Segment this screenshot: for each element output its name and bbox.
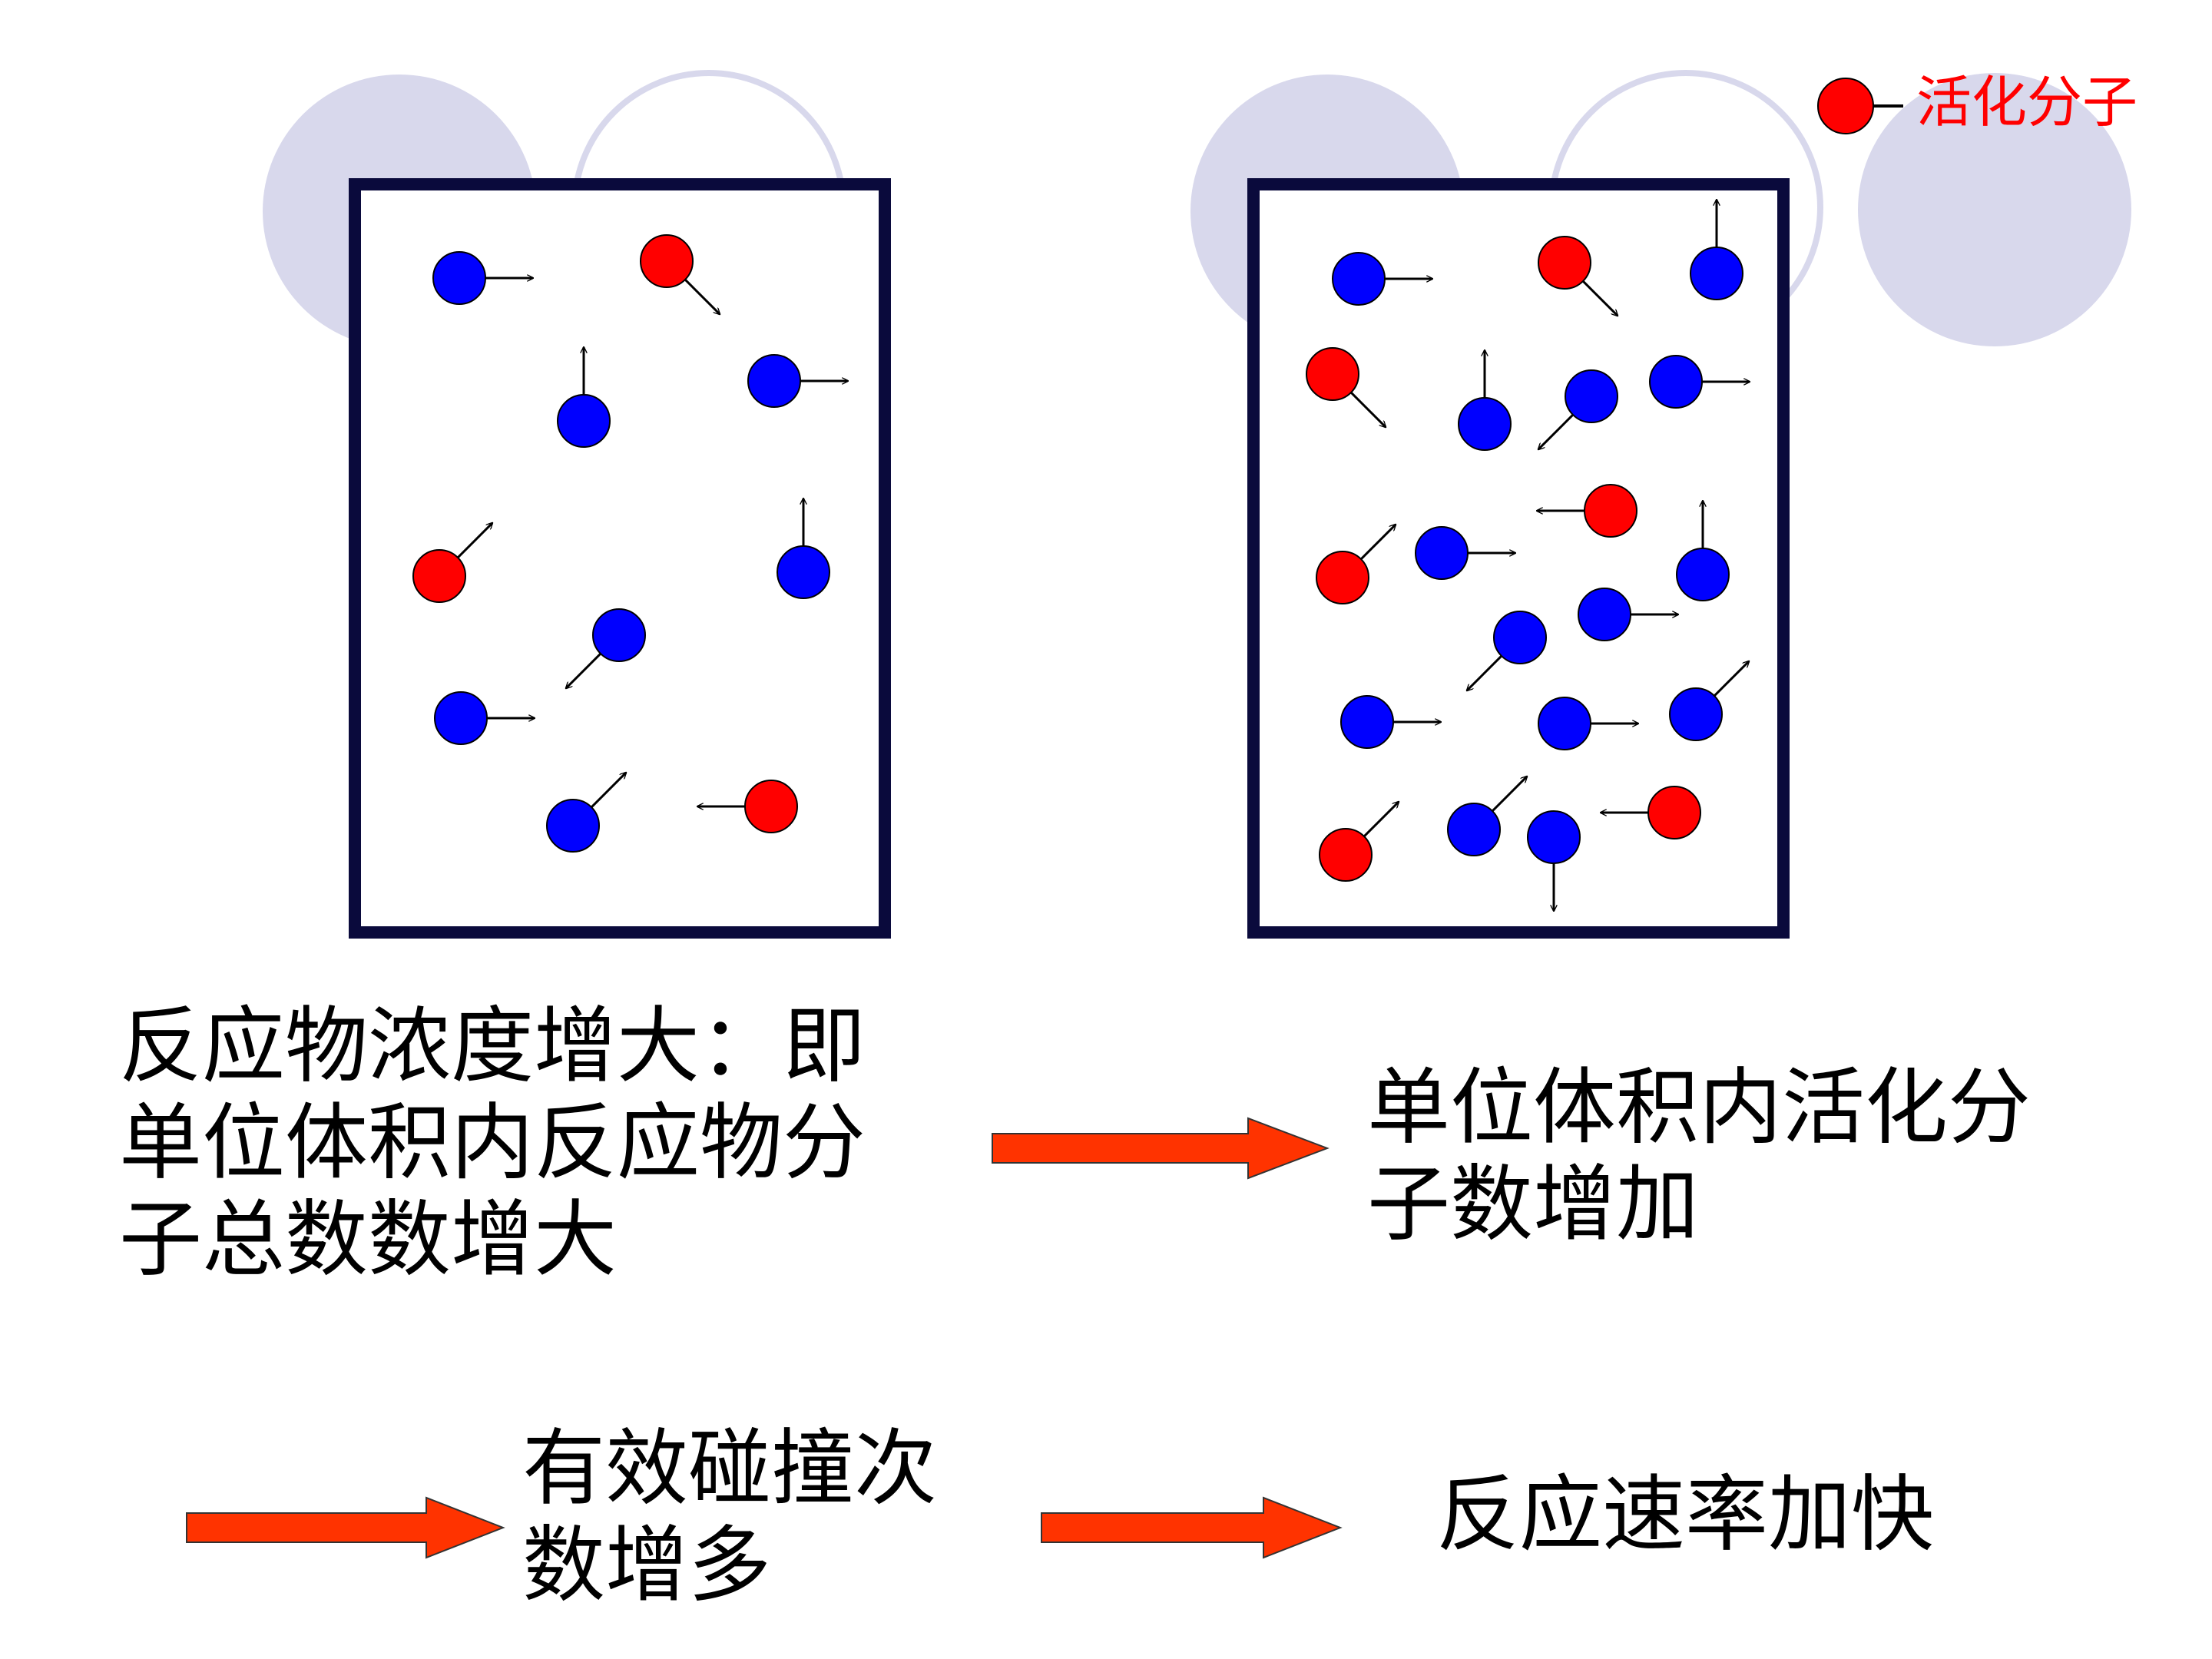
molecule bbox=[432, 251, 486, 305]
molecule bbox=[1538, 697, 1591, 750]
left-caption: 反应物浓度增大：即 单位体积内反应物分 子总数数增大 bbox=[119, 998, 866, 1289]
caption-line: 数增多 bbox=[522, 1518, 772, 1614]
legend-active-molecule-icon bbox=[1817, 78, 1874, 134]
molecule bbox=[434, 691, 488, 745]
molecule bbox=[1690, 247, 1743, 300]
flow-arrows bbox=[186, 1117, 1343, 1559]
velocity-arrow-icon bbox=[1363, 802, 1399, 837]
caption-line: 有效碰撞次 bbox=[522, 1421, 938, 1517]
active-molecule bbox=[640, 234, 694, 288]
right-molecules bbox=[1306, 200, 1750, 911]
molecule bbox=[1649, 355, 1703, 409]
velocity-arrow-icon bbox=[457, 523, 492, 558]
caption-line: 子数增加 bbox=[1367, 1157, 1700, 1253]
velocity-arrow-icon bbox=[1360, 525, 1396, 560]
molecule bbox=[1415, 526, 1469, 580]
active-molecule bbox=[412, 549, 466, 603]
molecule bbox=[1669, 687, 1723, 741]
velocity-arrow-icon bbox=[684, 279, 720, 314]
molecule bbox=[1458, 397, 1512, 451]
molecule bbox=[1340, 695, 1394, 749]
active-molecule bbox=[1319, 828, 1373, 882]
molecule bbox=[747, 354, 801, 408]
velocity-arrow-icon bbox=[1538, 414, 1574, 449]
active-molecule bbox=[1316, 551, 1369, 604]
velocity-arrow-icon bbox=[591, 773, 626, 808]
velocity-arrow-icon bbox=[566, 653, 601, 688]
caption-line: 单位体积内反应物分 bbox=[119, 1095, 866, 1191]
molecule bbox=[592, 608, 646, 662]
collision-caption: 有效碰撞次 数增多 bbox=[522, 1421, 937, 1614]
active-molecule bbox=[744, 780, 798, 833]
caption-line: 反应物浓度增大：即 bbox=[119, 998, 866, 1094]
molecule bbox=[1493, 611, 1547, 664]
molecule bbox=[557, 394, 611, 448]
right-caption: 单位体积内活化分 子数增加 bbox=[1367, 1060, 2031, 1253]
block-arrow-right-icon bbox=[186, 1496, 505, 1559]
molecule bbox=[777, 545, 830, 599]
molecule bbox=[1565, 369, 1618, 423]
rate-caption: 反应速率加快 bbox=[1436, 1467, 1935, 1563]
block-arrow-right-icon bbox=[992, 1117, 1330, 1180]
molecule bbox=[1676, 548, 1730, 601]
active-molecule bbox=[1538, 236, 1591, 290]
molecule bbox=[1332, 252, 1386, 306]
molecule bbox=[1578, 588, 1631, 641]
velocity-arrow-icon bbox=[1582, 280, 1618, 316]
caption-line: 子总数数增大 bbox=[119, 1192, 618, 1288]
deco-circle bbox=[1858, 73, 2131, 346]
molecule bbox=[1527, 810, 1581, 864]
left-molecules bbox=[412, 234, 848, 853]
molecule bbox=[546, 799, 600, 853]
caption-line: 单位体积内活化分 bbox=[1367, 1060, 2032, 1156]
block-arrow-right-icon bbox=[1041, 1496, 1343, 1559]
active-molecule bbox=[1647, 786, 1701, 839]
molecule bbox=[1447, 803, 1501, 856]
active-molecule bbox=[1306, 347, 1359, 401]
legend-label: 活化分子 bbox=[1916, 70, 2138, 134]
velocity-arrow-icon bbox=[1467, 655, 1502, 690]
active-molecule bbox=[1584, 484, 1637, 538]
velocity-arrow-icon bbox=[1350, 392, 1386, 427]
velocity-arrow-icon bbox=[1714, 661, 1749, 697]
legend bbox=[1817, 78, 1903, 134]
velocity-arrow-icon bbox=[1492, 777, 1527, 812]
